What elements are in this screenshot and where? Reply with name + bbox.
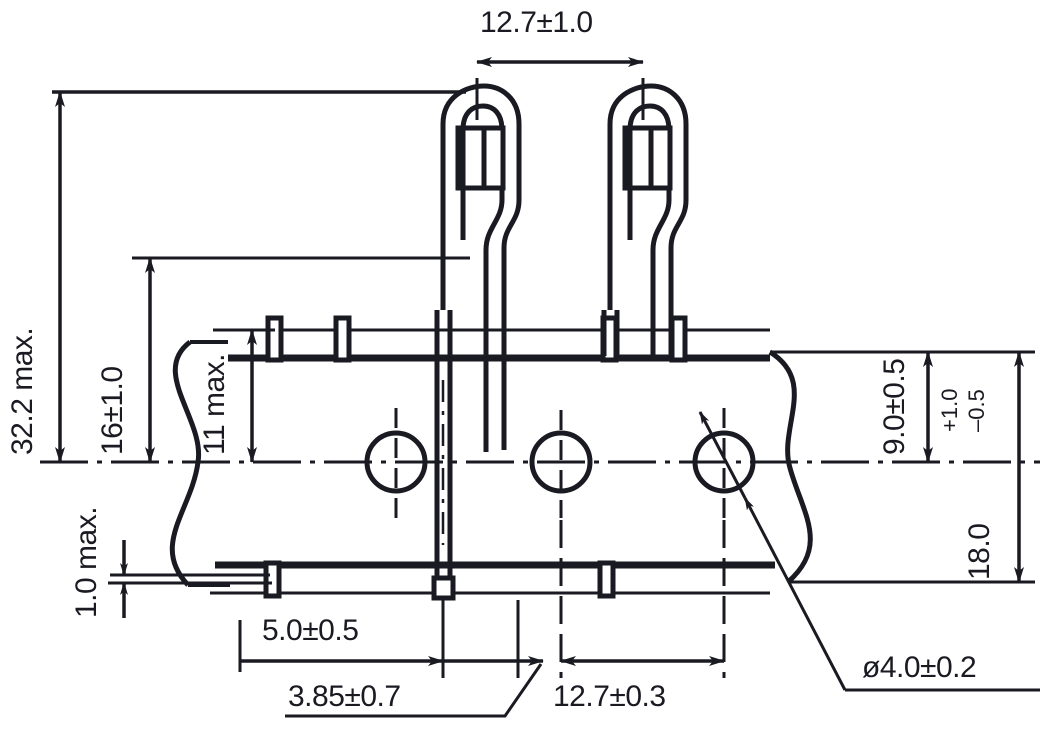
body-top-tabs <box>265 315 688 363</box>
dim-label-right-total-minus: –0.5 <box>964 389 989 432</box>
body-bottom-tabs <box>263 560 616 599</box>
dim-label-right-upper: 9.0±0.5 <box>878 358 911 455</box>
dim-label-overall-height: 32.2 max. <box>6 327 39 455</box>
dim-label-right-total-plus: +1.0 <box>937 388 962 432</box>
dim-label-bottom-second: 3.85±0.7 <box>288 680 401 713</box>
left-extension-lines <box>52 90 470 585</box>
dim-label-bottom-first: 5.0±0.5 <box>262 614 359 647</box>
terminal-right <box>601 83 689 356</box>
dim-label-foot-height: 1.0 max. <box>70 506 103 618</box>
top-width-dimension <box>475 57 645 120</box>
dim-label-inner-height: 11 max. <box>198 354 231 455</box>
leader-3-85 <box>285 663 543 718</box>
bottom-extension-lines <box>238 520 726 678</box>
dimension-11-max <box>243 328 275 463</box>
dim-label-bottom-third: 12.7±0.3 <box>553 680 666 713</box>
terminal-left <box>431 83 522 601</box>
dim-label-body-height: 16±1.0 <box>96 366 129 455</box>
dim-label-hole-callout: ø4.0±0.2 <box>862 651 977 684</box>
hole-vertical-centerlines <box>394 408 726 520</box>
leader-hole-callout <box>698 411 1040 692</box>
dim-label-right-total: 18.0 <box>963 523 996 580</box>
dim-label-top-width: 12.7±1.0 <box>480 6 593 39</box>
right-extension-lines <box>788 350 1035 584</box>
